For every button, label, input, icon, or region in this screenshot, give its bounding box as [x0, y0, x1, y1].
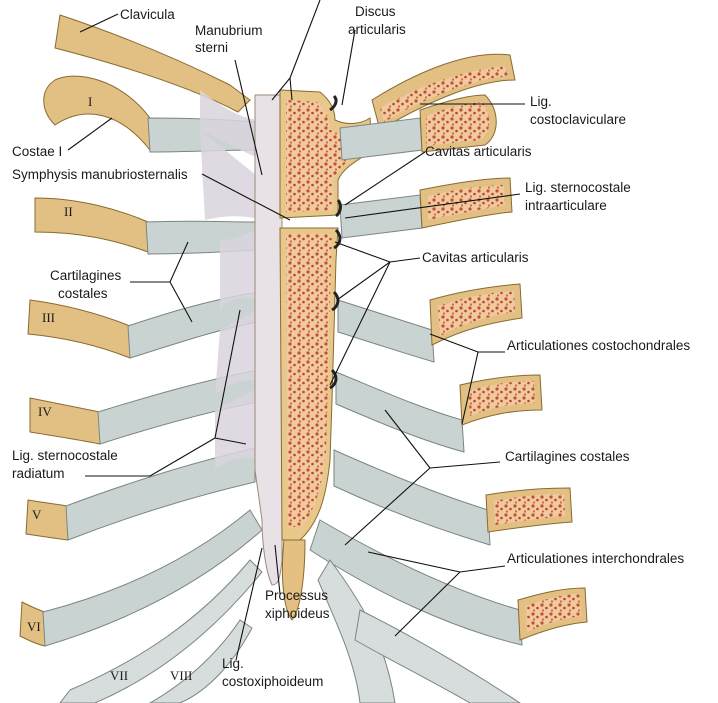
- rib-numeral-iii: III: [42, 310, 55, 325]
- label-cartilagines-left-1: Cartilagines: [50, 268, 122, 283]
- label-clavicula: Clavicula: [120, 7, 175, 22]
- label-lig-sternocost-intra-1: Lig. sternocostale: [525, 180, 631, 195]
- rib-numeral-viii: VIII: [170, 668, 192, 683]
- rib-numeral-vii: VII: [110, 668, 128, 683]
- rib-numeral-v: V: [32, 507, 42, 522]
- label-cavitas-articularis-top: Cavitas articularis: [425, 144, 532, 159]
- left-radiate-ligaments: [200, 90, 262, 470]
- label-lig-costoclav-2: costoclaviculare: [530, 112, 626, 127]
- label-discus: Discus: [355, 4, 396, 19]
- label-articulationes-costochondrales: Articulationes costochondrales: [507, 338, 690, 353]
- label-lig-sternocost-intra-2: intraarticulare: [525, 198, 607, 213]
- right-ribs: [309, 94, 588, 703]
- label-costoxiphoideum: costoxiphoideum: [222, 674, 323, 689]
- label-lig-sternocost-rad-2: radiatum: [12, 466, 65, 481]
- sternum-section: [279, 89, 373, 621]
- rib-numeral-ii: II: [64, 204, 73, 219]
- label-cavitas-articularis-mid: Cavitas articularis: [422, 250, 529, 265]
- label-cartilagines-left-2: costales: [58, 286, 108, 301]
- right-clavicle: [371, 53, 516, 131]
- rib-numeral-iv: IV: [38, 404, 52, 419]
- label-cartilagines-right: Cartilagines costales: [505, 449, 630, 464]
- label-manubrium: Manubrium: [195, 23, 263, 38]
- label-lig-sternocost-rad-1: Lig. sternocostale: [12, 448, 118, 463]
- labels: Clavicula Manubrium sterni Discus articu…: [12, 4, 690, 689]
- rib-numeral-vi: VI: [27, 619, 41, 634]
- label-articulationes-interchondrales: Articulationes interchondrales: [507, 551, 684, 566]
- label-costae-i: Costae I: [12, 144, 62, 159]
- sternum-external: [254, 94, 283, 586]
- leader-lines: [67, 0, 525, 661]
- label-sterni: sterni: [195, 40, 228, 55]
- label-lig-costoclav-1: Lig.: [530, 94, 552, 109]
- left-clavicle: [54, 14, 251, 113]
- rib-numeral-i: I: [88, 94, 92, 109]
- label-symphysis: Symphysis manubriosternalis: [12, 167, 188, 182]
- rib-numerals: I II III IV V VI VII VIII: [27, 94, 192, 683]
- label-articularis: articularis: [348, 22, 406, 37]
- label-lig: Lig.: [222, 656, 244, 671]
- label-processus: Processus: [265, 588, 328, 603]
- label-xiphoideus: xiphoideus: [265, 606, 330, 621]
- joint-cavities: [329, 94, 342, 390]
